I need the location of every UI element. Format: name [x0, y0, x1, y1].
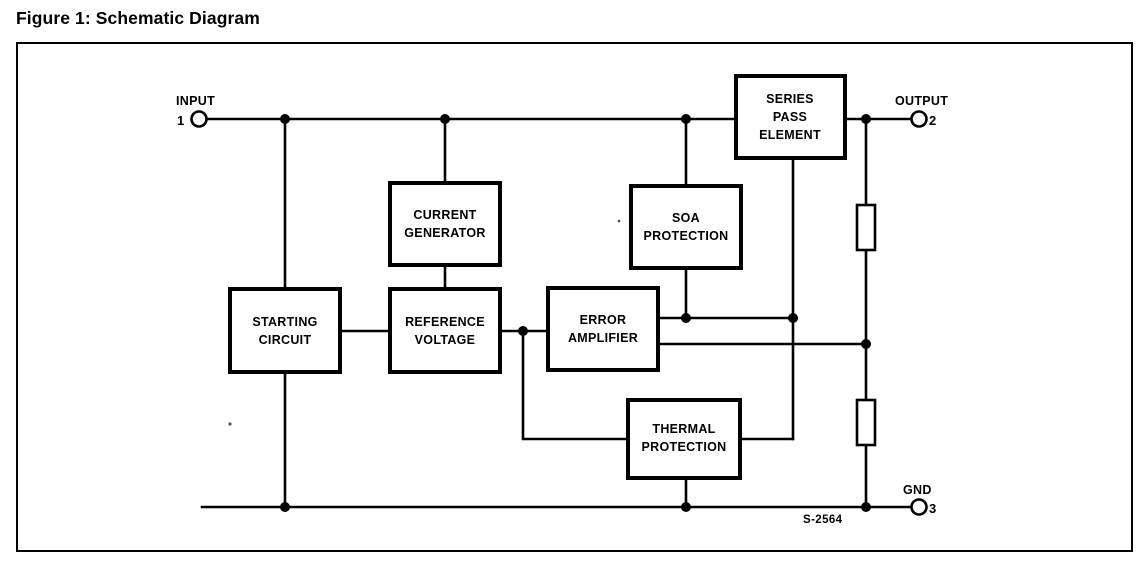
junction-dot — [788, 313, 798, 323]
pin-input[interactable]: INPUT 1 — [176, 94, 215, 128]
junction-dot — [681, 313, 691, 323]
junction-dot — [518, 326, 528, 336]
junction-dot — [440, 114, 450, 124]
block-soa-protection-line1: SOA — [672, 211, 700, 225]
junction-dot — [861, 502, 871, 512]
block-error-amplifier-line2: AMPLIFIER — [568, 331, 638, 345]
junction-dot — [861, 114, 871, 124]
block-starting-circuit-line1: STARTING — [252, 315, 317, 329]
pin-gnd[interactable]: GND 3 — [903, 483, 936, 516]
print-speck — [228, 422, 232, 426]
wire-reference-tap-to-thermal-protection — [521, 329, 630, 441]
block-soa-protection[interactable]: SOA PROTECTION — [629, 184, 743, 270]
block-series-pass-element-line3: ELEMENT — [759, 128, 821, 142]
block-current-generator-box — [388, 181, 502, 267]
block-error-amplifier-line1: ERROR — [580, 313, 627, 327]
block-starting-circuit[interactable]: STARTING CIRCUIT — [228, 287, 342, 374]
block-reference-voltage[interactable]: REFERENCE VOLTAGE — [388, 287, 502, 374]
junction-dot — [681, 502, 691, 512]
block-series-pass-element-line2: PASS — [773, 110, 807, 124]
pin-input-terminal[interactable] — [190, 110, 208, 128]
pin-gnd-terminal[interactable] — [910, 498, 928, 516]
pin-input-number: 1 — [177, 113, 184, 128]
block-thermal-protection-box — [626, 398, 742, 480]
block-current-generator-line2: GENERATOR — [404, 226, 485, 240]
junction-dots — [280, 114, 871, 512]
block-current-generator-line1: CURRENT — [413, 208, 476, 222]
pin-output-terminal[interactable] — [910, 110, 928, 128]
block-starting-circuit-line2: CIRCUIT — [259, 333, 312, 347]
junction-dot — [681, 114, 691, 124]
pin-output[interactable]: OUTPUT 2 — [895, 94, 948, 128]
feedback-divider — [855, 203, 877, 447]
block-thermal-protection-line1: THERMAL — [652, 422, 715, 436]
figure-reference-code: S-2564 — [803, 514, 843, 526]
block-thermal-protection-line2: PROTECTION — [642, 440, 727, 454]
figure-caption: Figure 1: Schematic Diagram — [16, 8, 260, 28]
divider-resistor-upper — [855, 203, 877, 252]
block-series-pass-element[interactable]: SERIES PASS ELEMENT — [734, 74, 847, 160]
block-error-amplifier[interactable]: ERROR AMPLIFIER — [546, 286, 660, 372]
block-soa-protection-line2: PROTECTION — [644, 229, 729, 243]
block-reference-voltage-line2: VOLTAGE — [415, 333, 476, 347]
block-error-amplifier-box — [546, 286, 660, 372]
junction-dot — [280, 114, 290, 124]
pin-input-label: INPUT — [176, 94, 215, 108]
pin-output-label: OUTPUT — [895, 94, 948, 108]
block-series-pass-element-box — [734, 74, 847, 160]
junction-dot — [280, 502, 290, 512]
pin-gnd-number: 3 — [929, 501, 936, 516]
junction-dot — [861, 339, 871, 349]
block-thermal-protection[interactable]: THERMAL PROTECTION — [626, 398, 742, 480]
divider-resistor-lower — [855, 398, 877, 447]
print-speck — [617, 219, 621, 223]
block-soa-protection-box — [629, 184, 743, 270]
block-starting-circuit-box — [228, 287, 342, 374]
block-series-pass-element-line1: SERIES — [766, 92, 814, 106]
pin-output-number: 2 — [929, 113, 936, 128]
block-reference-voltage-box — [388, 287, 502, 374]
block-current-generator[interactable]: CURRENT GENERATOR — [388, 181, 502, 267]
block-reference-voltage-line1: REFERENCE — [405, 315, 485, 329]
pin-gnd-label: GND — [903, 483, 932, 497]
